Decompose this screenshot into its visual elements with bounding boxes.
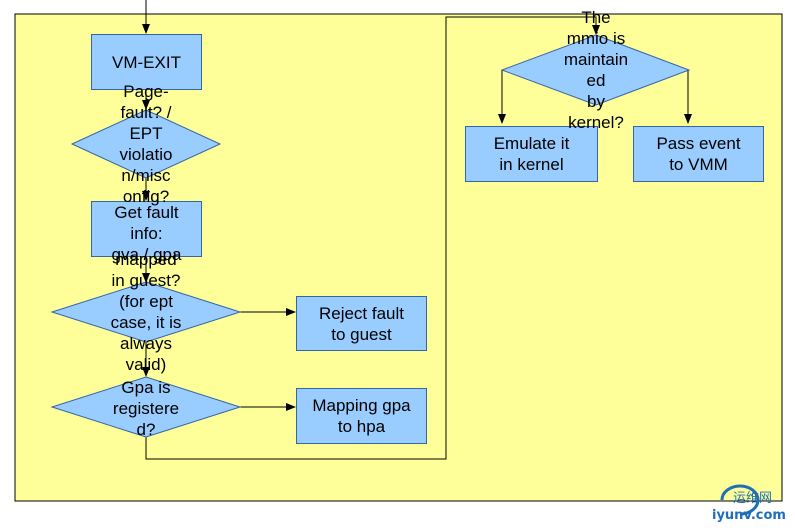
- decision-mapped-in-guest: [50, 281, 242, 343]
- node-reject-fault-label: Reject fault to guest: [318, 303, 405, 344]
- watermark-cn: 运维网: [733, 491, 773, 506]
- decision-gpa-registered: [50, 376, 242, 438]
- watermark-en: iyunv.com: [712, 508, 786, 523]
- node-reject-fault: Reject fault to guest: [296, 296, 427, 351]
- node-pass-event: Pass event to VMM: [633, 126, 764, 182]
- decision-page-fault: [70, 109, 222, 179]
- arrow-registered-to-mmio: [145, 16, 600, 460]
- label-mapped-in-guest: mapped in guest? (for ept case, it is al…: [110, 250, 182, 374]
- label-page-fault: Page- fault? / EPT violatio n/misc onfig…: [119, 82, 173, 206]
- node-emulate-label: Emulate it in kernel: [493, 134, 570, 174]
- node-get-fault-info: Get fault info: gva / gpa: [91, 201, 202, 264]
- label-mmio-maintained: The mmio is maintain ed by kernel?: [563, 8, 629, 132]
- node-pass-event-label: Pass event to VMM: [656, 134, 741, 174]
- node-mapping-gpa: Mapping gpa to hpa: [296, 388, 427, 444]
- decision-mmio-maintained: [500, 34, 691, 106]
- node-emulate-in-kernel: Emulate it in kernel: [465, 126, 598, 182]
- label-gpa-registered: Gpa is registere d?: [112, 377, 180, 439]
- node-mapping-gpa-label: Mapping gpa to hpa: [312, 396, 411, 436]
- watermark-logo: [720, 484, 760, 516]
- node-vm-exit: VM-EXIT: [91, 34, 202, 90]
- node-get-fault-info-label: Get fault info: gva / gpa: [111, 203, 182, 264]
